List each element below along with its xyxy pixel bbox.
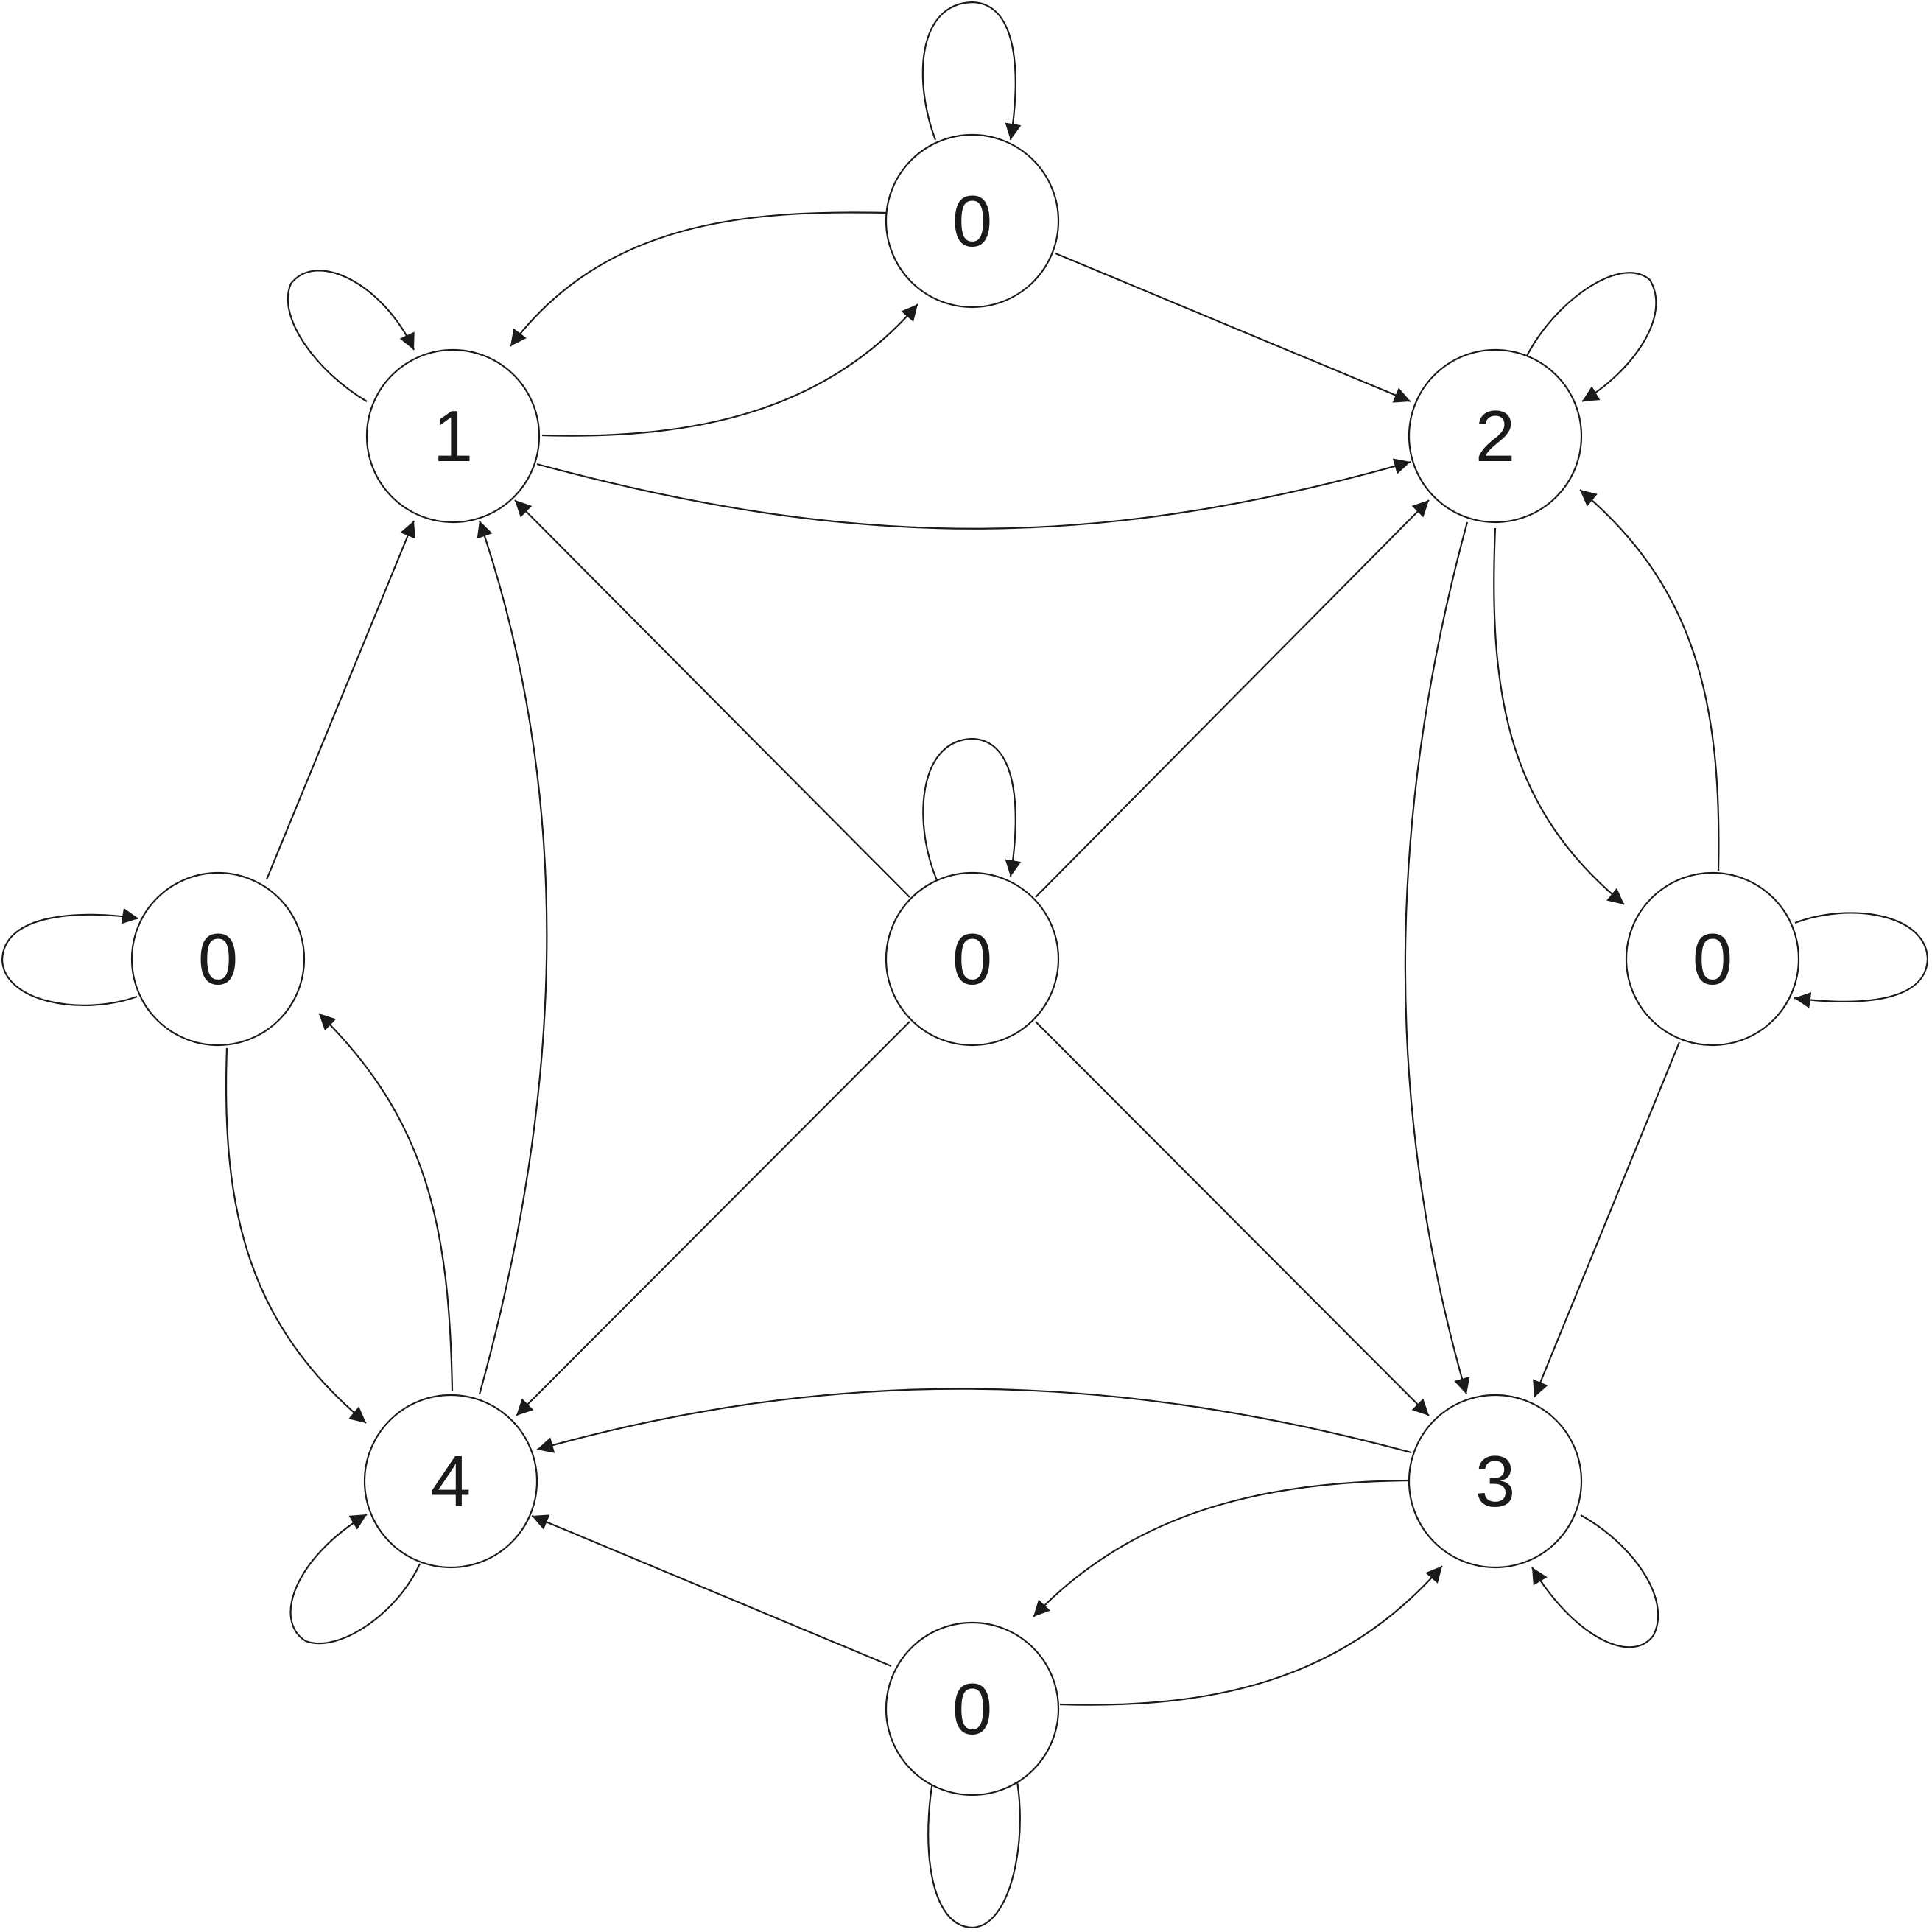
node-upper-left: 1 (365, 348, 541, 524)
edge-3-to-4 (536, 1388, 1412, 1454)
edge-right-to-3 (1533, 1041, 1681, 1398)
node-left: 0 (130, 871, 306, 1047)
node-center: 0 (885, 871, 1060, 1047)
edge-bottom-to-4 (531, 1514, 892, 1668)
edge-1-to-top (541, 303, 918, 437)
node-upper-right: 2 (1408, 348, 1583, 524)
node-lower-left: 4 (363, 1394, 538, 1569)
edge-lower-right-self (1531, 1514, 1659, 1648)
edge-1-to-2 (536, 458, 1411, 530)
node-layer: 0 1 2 0 0 0 4 3 (130, 133, 1800, 1796)
edge-center-self (922, 737, 1022, 881)
edge-4-to-1 (477, 520, 548, 1395)
edge-left-to-4 (225, 1047, 367, 1424)
node-upper-left-label: 1 (433, 396, 474, 477)
edge-right-to-2 (1579, 489, 1720, 871)
node-upper-right-label: 2 (1475, 396, 1516, 477)
edge-right-self (1794, 912, 1929, 1008)
edge-center-to-4 (516, 1021, 910, 1416)
edge-left-to-1 (265, 520, 415, 880)
edge-top-to-1 (510, 211, 887, 347)
edge-bottom-to-3 (1059, 1565, 1443, 1706)
node-lower-left-label: 4 (431, 1441, 471, 1522)
node-bottom-label: 0 (952, 1668, 993, 1749)
edge-2-to-right (1493, 527, 1625, 905)
edge-upper-left-self (287, 270, 415, 402)
node-lower-right: 3 (1408, 1394, 1583, 1569)
edge-upper-right-self (1525, 272, 1657, 402)
edge-left-self (1, 907, 139, 1006)
node-top: 0 (885, 133, 1060, 309)
edge-lower-left-self (289, 1514, 421, 1645)
node-center-label: 0 (952, 918, 993, 1000)
edge-center-to-3 (1035, 1021, 1430, 1416)
edge-2-to-3 (1404, 521, 1470, 1395)
node-top-label: 0 (952, 180, 993, 261)
edge-top-self (921, 1, 1022, 141)
node-right: 0 (1625, 871, 1800, 1047)
edge-center-to-1 (514, 499, 910, 898)
node-lower-right-label: 3 (1475, 1441, 1516, 1522)
edge-top-to-2 (1055, 252, 1411, 403)
node-right-label: 0 (1693, 918, 1733, 1000)
edge-bottom-self (925, 1757, 1021, 1929)
edge-center-to-2 (1035, 499, 1430, 898)
node-bottom: 0 (885, 1621, 1060, 1796)
node-left-label: 0 (198, 918, 239, 1000)
edge-4-to-left (318, 1013, 454, 1391)
edge-3-to-bottom (1033, 1479, 1410, 1617)
